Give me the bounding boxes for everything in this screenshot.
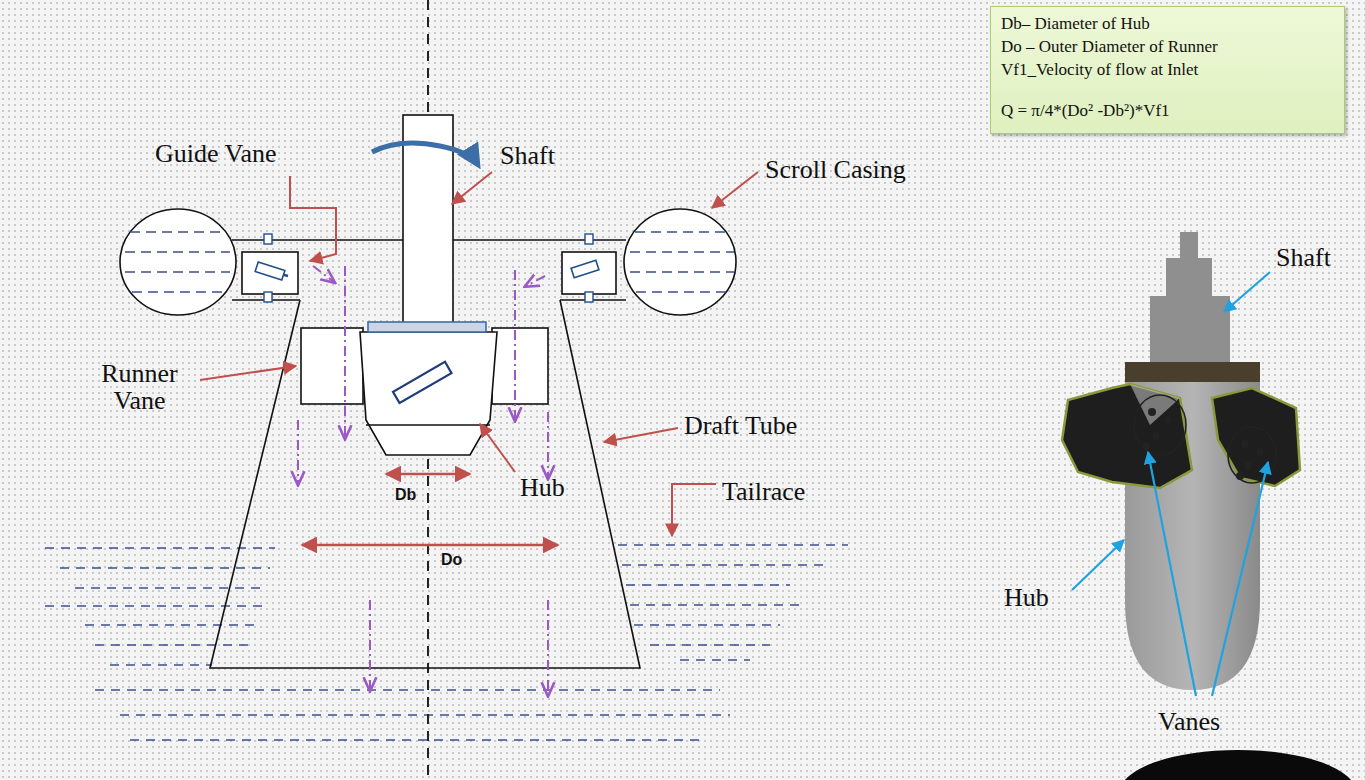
part-label: Hub [1004, 584, 1049, 611]
dimension-arrow [302, 474, 558, 545]
leader-line [1072, 272, 1270, 696]
dimension-label: Do [441, 552, 462, 569]
part-label: Scroll Casing [765, 156, 906, 183]
leader-line [200, 172, 758, 536]
hub [360, 322, 497, 455]
formula-text: Q = π/4*(Do² -Db²)*Vf1 [1001, 100, 1330, 123]
rotation-arrow [372, 143, 478, 165]
tailrace-water [45, 545, 848, 740]
flow-arrow [298, 266, 548, 695]
definition-text: Db– Diameter of Hub [1001, 13, 1330, 36]
part-label: Draft Tube [684, 412, 797, 439]
definition-text: Do – Outer Diameter of Runner [1001, 36, 1330, 59]
part-label: Vanes [1158, 708, 1220, 735]
part-label: Guide Vane [155, 140, 277, 167]
definition-text: Vf1_Velocity of flow at Inlet [1001, 59, 1330, 82]
part-label: Shaft [500, 142, 555, 169]
dimension-label: Db [395, 487, 416, 504]
part-label: Shaft [1276, 244, 1331, 271]
draft-tube [210, 300, 640, 668]
kaplan-runner [1062, 232, 1356, 780]
part-label: Tailrace [722, 478, 805, 505]
part-label: Hub [520, 474, 565, 501]
formula-box: Db– Diameter of HubDo – Outer Diameter o… [990, 6, 1345, 134]
part-label: Runner Vane [82, 360, 197, 415]
